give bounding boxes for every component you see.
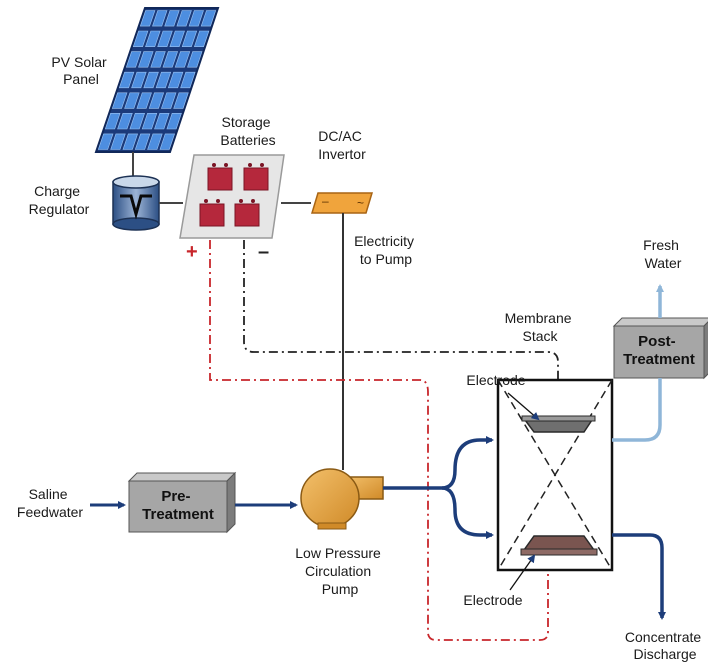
positive-terminal-sign: + xyxy=(186,241,198,263)
solar-cell xyxy=(132,30,149,48)
solar-cell xyxy=(131,71,147,89)
charge-regulator-label: Charge Regulator xyxy=(29,183,90,217)
concentrate-discharge-label: Concentrate Discharge xyxy=(625,629,705,662)
positive-wire xyxy=(209,240,549,641)
solar-cell xyxy=(125,51,142,68)
solar-cell xyxy=(136,92,152,109)
electrode-top-label: Electrode xyxy=(466,372,525,388)
solar-cell xyxy=(155,71,172,89)
solar-cell xyxy=(173,92,189,109)
solar-panel-icon xyxy=(94,7,220,153)
solar-cell xyxy=(134,133,151,150)
solar-cell xyxy=(174,51,191,68)
solar-cell xyxy=(122,133,139,150)
solar-cell xyxy=(193,30,210,48)
solar-cell xyxy=(117,113,133,130)
flow-to-stack-bottom xyxy=(441,486,494,539)
solar-cell xyxy=(160,92,177,109)
solar-cell xyxy=(164,10,180,27)
solar-cell xyxy=(157,30,173,48)
saline-feedwater-label: Saline Feedwater xyxy=(17,486,83,520)
solar-cell xyxy=(147,133,163,150)
solar-cell xyxy=(97,133,114,150)
solar-cell xyxy=(138,51,154,68)
solar-cell xyxy=(167,71,184,89)
post-treatment-label: Post- Treatment xyxy=(623,333,695,368)
charge-regulator-icon xyxy=(112,175,160,231)
solar-cell xyxy=(200,10,217,27)
solar-cell xyxy=(143,71,159,89)
inverter-icon: – ~ xyxy=(310,192,374,214)
pre-treatment-box xyxy=(127,471,237,534)
svg-text:–: – xyxy=(322,194,329,208)
solar-cell xyxy=(188,10,204,27)
electricity-to-pump-label: Electricity to Pump xyxy=(354,233,418,267)
post-treatment-box xyxy=(612,317,708,380)
solar-cell xyxy=(176,10,192,27)
fresh-water-label: Fresh Water xyxy=(643,237,683,271)
svg-text:~: ~ xyxy=(357,196,364,210)
bottom-electrode xyxy=(520,535,598,556)
solar-cell xyxy=(111,92,128,109)
solar-cell xyxy=(129,113,146,130)
pump-icon xyxy=(300,468,384,530)
electrode-bottom-label: Electrode xyxy=(463,592,522,608)
negative-wire xyxy=(243,240,559,422)
solar-cell xyxy=(145,30,161,48)
solar-cell xyxy=(162,51,179,68)
solar-cell xyxy=(166,113,182,130)
solar-cell xyxy=(150,51,166,68)
pv-panel-label: PV Solar Panel xyxy=(51,54,110,87)
solar-cell xyxy=(169,30,185,48)
storage-batteries-label: Storage Batteries xyxy=(220,114,275,148)
flow-to-stack-top xyxy=(383,436,494,490)
solar-cell xyxy=(118,71,135,89)
pre-treatment-label: Pre- Treatment xyxy=(142,488,214,523)
solar-cell xyxy=(148,92,165,109)
solar-cell xyxy=(124,92,140,109)
solar-cell xyxy=(110,133,126,150)
negative-terminal-sign: – xyxy=(258,241,269,263)
solar-cell xyxy=(181,30,198,48)
solar-cell xyxy=(159,133,176,150)
concentrate-discharge-flow xyxy=(612,533,666,620)
solar-cell xyxy=(152,10,168,27)
inverter-label: DC/AC Invertor xyxy=(318,128,366,162)
battery-bank-icon xyxy=(179,154,285,239)
membrane-stack-label: Membrane Stack xyxy=(505,310,576,344)
electrode-top-pointer xyxy=(507,392,540,421)
solar-cell xyxy=(187,51,203,68)
solar-cell xyxy=(154,113,170,130)
solar-cell xyxy=(104,113,121,130)
pump-label: Low Pressure Circulation Pump xyxy=(295,545,384,597)
top-electrode xyxy=(521,415,596,433)
solar-cell xyxy=(141,113,158,130)
solar-cell xyxy=(180,71,196,89)
electrode-bottom-pointer xyxy=(509,554,536,591)
solar-cell xyxy=(139,10,156,27)
fresh-water-flow xyxy=(612,378,662,442)
